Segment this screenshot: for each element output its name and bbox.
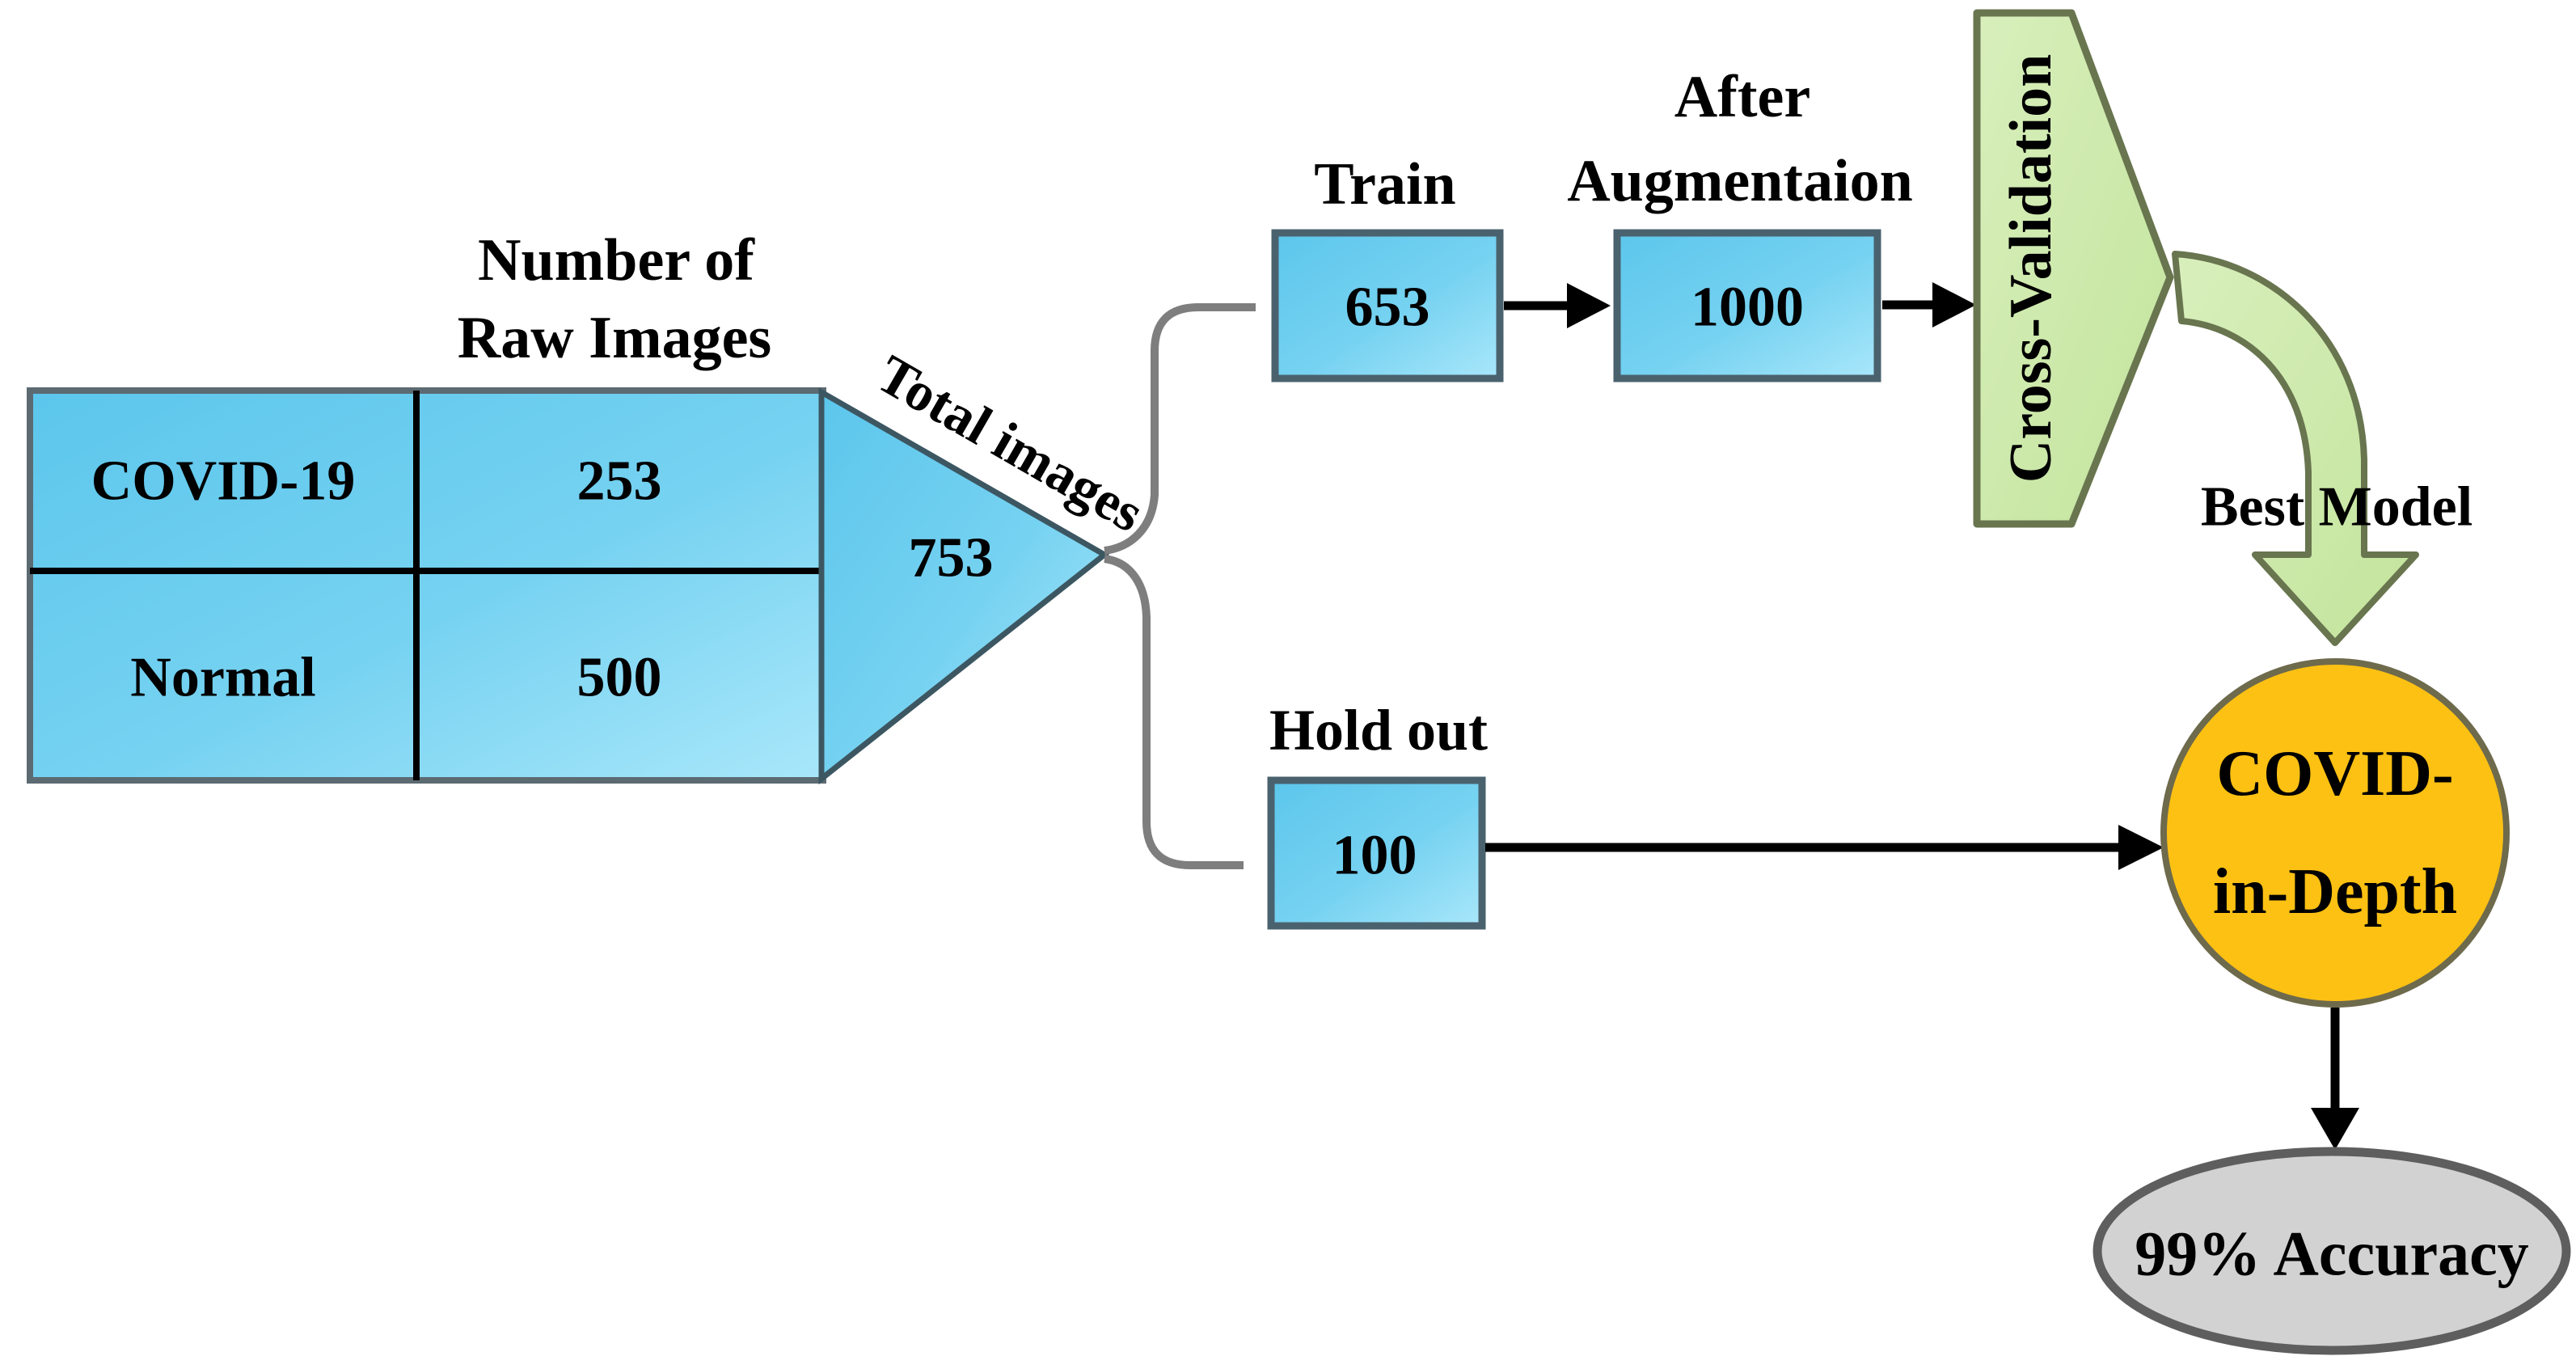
raw-images-table: COVID-19 253 Normal 500 xyxy=(27,387,826,784)
arrow-train-to-augmentation-head xyxy=(1567,283,1611,328)
cross-validation-pentagon xyxy=(1973,9,2174,528)
holdout-value: 100 xyxy=(1332,825,1417,887)
model-name-line2: in-Depth xyxy=(2213,856,2457,927)
train-box xyxy=(1271,229,1504,382)
holdout-box xyxy=(1267,776,1486,930)
result-ellipse xyxy=(2092,1147,2571,1355)
table-cell-covid19-value: 253 xyxy=(577,450,662,513)
table-header-line2: Raw Images xyxy=(458,305,771,371)
augmentation-value: 1000 xyxy=(1691,277,1804,339)
augmentation-label-line2: Augmentaion xyxy=(1567,148,1913,214)
arrow-holdout-to-model-head xyxy=(2118,825,2164,870)
total-images-triangle xyxy=(818,387,1110,785)
best-model-label: Best Model xyxy=(2201,476,2473,539)
table-cell-covid19-label: COVID-19 xyxy=(91,450,356,513)
table-cell-normal-value: 500 xyxy=(577,647,662,709)
table-cell-normal-label: Normal xyxy=(130,647,315,709)
model-name-line1: COVID- xyxy=(2216,738,2453,809)
split-connector-bottom xyxy=(1104,555,1244,869)
train-label: Train xyxy=(1314,151,1455,218)
table-background xyxy=(27,387,826,784)
cross-validation-label: Cross-Validation xyxy=(1998,54,2064,483)
total-images-value: 753 xyxy=(909,527,994,589)
train-value: 653 xyxy=(1345,277,1430,339)
holdout-label: Hold out xyxy=(1269,698,1488,763)
split-connector-top xyxy=(1104,303,1256,555)
result-label: 99% Accuracy xyxy=(2135,1219,2528,1289)
augmentation-box xyxy=(1613,229,1881,382)
augmentation-label-line1: After xyxy=(1674,64,1810,130)
table-header-line1: Number of xyxy=(478,227,755,294)
best-model-curved-arrow xyxy=(2172,251,2419,646)
model-node xyxy=(2160,658,2510,1008)
arrow-model-to-result-head xyxy=(2311,1108,2359,1150)
arrow-augmentation-to-cv-head xyxy=(1932,282,1976,327)
